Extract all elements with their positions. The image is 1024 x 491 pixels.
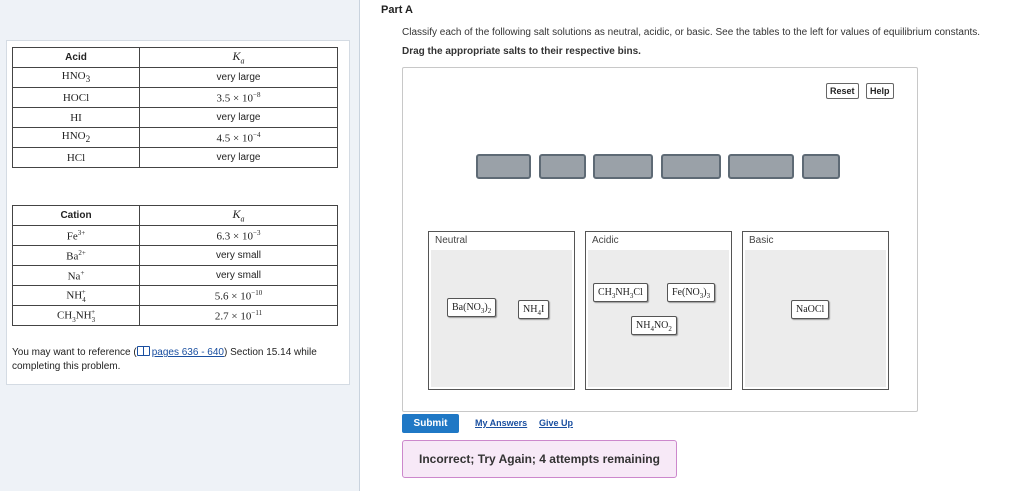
value-cell: 5.6 × 10−10: [139, 285, 338, 306]
reference-panel: Acid Ka HNO3 very large HOCl 3.5 × 10−8 …: [0, 0, 360, 491]
reset-button[interactable]: Reset: [826, 83, 859, 99]
acidic-bin-label: Acidic: [592, 235, 619, 246]
acid-col-header: Acid: [12, 47, 140, 68]
empty-slot: [728, 154, 794, 179]
species-cell: HCl: [12, 147, 140, 168]
value-cell: 4.5 × 10−4: [139, 127, 338, 148]
drag-drop-workspace: Reset Help Neutral Ba(NO3)2 NH4I Acidic …: [402, 67, 918, 412]
drag-instructions: Drag the appropriate salts to their resp…: [402, 46, 641, 57]
bin-drop-area[interactable]: CH3NH3Cl Fe(NO3)3 NH4NO2: [588, 250, 729, 387]
submit-button[interactable]: Submit: [402, 414, 459, 433]
empty-slot: [476, 154, 531, 179]
table-row: CH3NH3+ 2.7 × 10−11: [12, 305, 338, 326]
table-row: HNO3 very large: [12, 67, 338, 88]
species-cell: HNO2: [12, 127, 140, 148]
table-row: Fe3+ 6.3 × 10−3: [12, 225, 338, 246]
table-row: HCl very large: [12, 147, 338, 168]
cation-table-header: Cation Ka: [12, 205, 338, 226]
my-answers-link[interactable]: My Answers: [475, 418, 528, 428]
species-cell: HOCl: [12, 87, 140, 108]
salt-chip-nh4no2[interactable]: NH4NO2: [631, 316, 677, 335]
neutral-bin[interactable]: Neutral Ba(NO3)2 NH4I: [428, 231, 575, 390]
salt-chip-naocl[interactable]: NaOCl: [791, 300, 830, 319]
value-cell: very large: [139, 147, 338, 168]
give-up-link[interactable]: Give Up: [539, 418, 574, 428]
species-cell: HI: [12, 107, 140, 128]
book-icon: [136, 346, 150, 356]
salt-chip-nh4i[interactable]: NH4I: [518, 300, 550, 319]
species-cell: Na+: [12, 265, 140, 286]
species-cell: HNO3: [12, 67, 140, 88]
table-row: HNO2 4.5 × 10−4: [12, 127, 338, 148]
table-row: HI very large: [12, 107, 338, 128]
value-cell: 6.3 × 10−3: [139, 225, 338, 246]
empty-slot: [593, 154, 653, 179]
salt-chip-fe-no3-3[interactable]: Fe(NO3)3: [667, 283, 716, 302]
ka-col-header: Ka: [139, 47, 338, 68]
feedback-message: Incorrect; Try Again; 4 attempts remaini…: [402, 440, 677, 478]
basic-bin[interactable]: Basic NaOCl: [742, 231, 889, 390]
neutral-bin-label: Neutral: [435, 235, 468, 246]
value-cell: 3.5 × 10−8: [139, 87, 338, 108]
value-cell: 2.7 × 10−11: [139, 305, 338, 326]
pages-link[interactable]: pages 636 - 640: [151, 347, 224, 358]
value-cell: very large: [139, 67, 338, 88]
ka-col-header: Ka: [139, 205, 338, 226]
species-cell: NH4+: [12, 285, 140, 306]
empty-slot: [802, 154, 840, 179]
cation-col-header: Cation: [12, 205, 140, 226]
species-cell: CH3NH3+: [12, 305, 140, 326]
salt-chip-ch3nh3cl[interactable]: CH3NH3Cl: [593, 283, 648, 302]
salt-chip-ba-no3-2[interactable]: Ba(NO3)2: [447, 298, 497, 317]
table-row: HOCl 3.5 × 10−8: [12, 87, 338, 108]
table-row: Ba2+ very small: [12, 245, 338, 266]
value-cell: very small: [139, 265, 338, 286]
basic-bin-label: Basic: [749, 235, 774, 246]
part-title: Part A: [381, 4, 413, 16]
bin-drop-area[interactable]: NaOCl: [745, 250, 886, 387]
acidic-bin[interactable]: Acidic CH3NH3Cl Fe(NO3)3 NH4NO2: [585, 231, 732, 390]
instructions: Classify each of the following salt solu…: [402, 27, 981, 38]
acid-table: Acid Ka HNO3 very large HOCl 3.5 × 10−8 …: [12, 47, 338, 168]
help-button[interactable]: Help: [866, 83, 894, 99]
value-cell: very small: [139, 245, 338, 266]
acid-table-header: Acid Ka: [12, 47, 338, 68]
table-row: NH4+ 5.6 × 10−10: [12, 285, 338, 306]
reference-text: You may want to reference (pages 636 - 6…: [12, 346, 317, 372]
value-cell: very large: [139, 107, 338, 128]
species-cell: Fe3+: [12, 225, 140, 246]
species-cell: Ba2+: [12, 245, 140, 266]
empty-slot: [661, 154, 721, 179]
table-row: Na+ very small: [12, 265, 338, 286]
bin-drop-area[interactable]: Ba(NO3)2 NH4I: [431, 250, 572, 387]
cation-table: Cation Ka Fe3+ 6.3 × 10−3 Ba2+ very smal…: [12, 205, 338, 326]
empty-slot: [539, 154, 586, 179]
